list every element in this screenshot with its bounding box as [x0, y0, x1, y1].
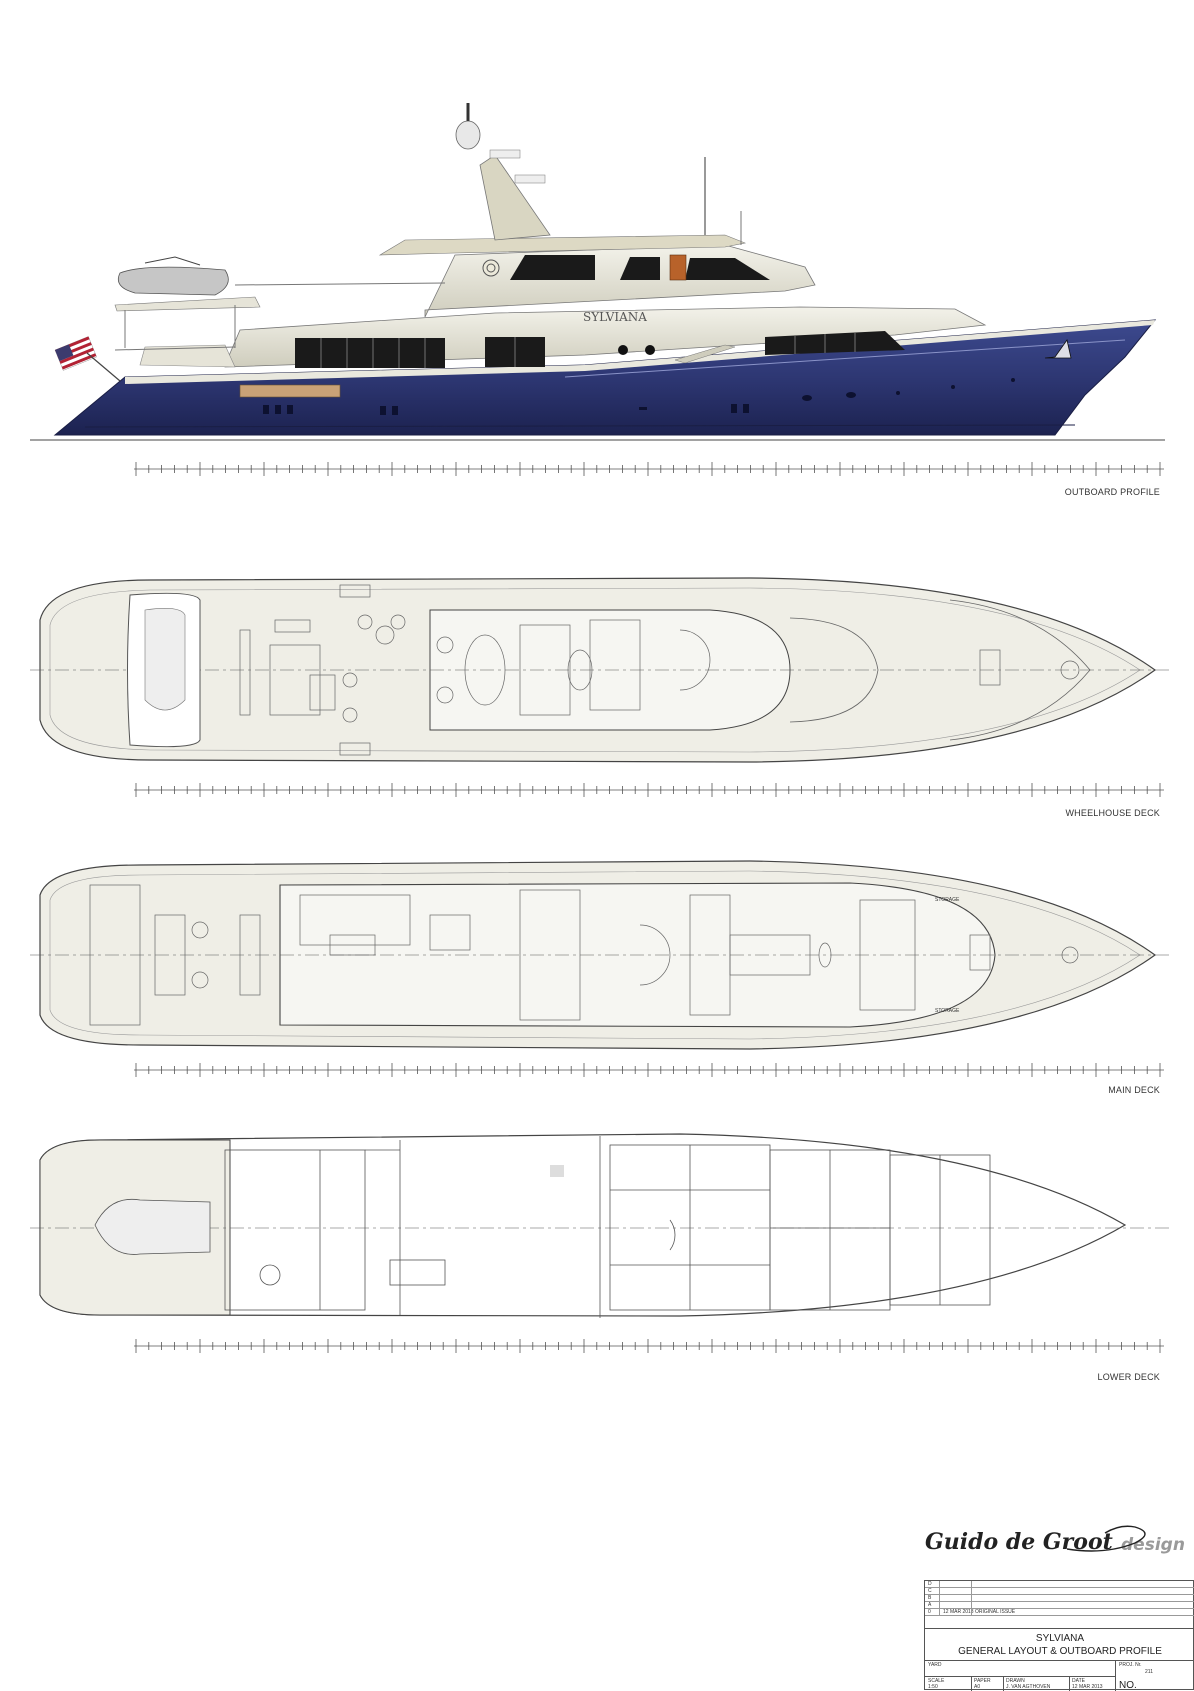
drawn-value: J. VAN AGTHOVEN: [1006, 1684, 1051, 1690]
paper-label: PAPER: [974, 1678, 991, 1684]
revision-row: B: [925, 1595, 1194, 1602]
logo-swoosh-icon: [1066, 1525, 1146, 1552]
scale-ruler-profile: [134, 462, 1164, 476]
proj-no-value: 211: [1145, 1669, 1153, 1675]
hull-name-text: SYLVIANA: [583, 310, 647, 324]
date-label: DATE: [1072, 1678, 1085, 1684]
logo-sub-text: design: [1121, 1535, 1185, 1555]
revision-row: C: [925, 1588, 1194, 1595]
drawn-label: DRAWN: [1006, 1678, 1025, 1684]
revision-row: D: [925, 1581, 1194, 1588]
wheelhouse-deck-label: WHEELHOUSE DECK: [1065, 808, 1160, 818]
scale-value: 1:50: [928, 1684, 938, 1690]
upper-superstructure: [424, 244, 816, 318]
paper-value: A0: [974, 1684, 981, 1690]
main-deck-label: MAIN DECK: [1108, 1085, 1160, 1095]
scale-label: SCALE: [928, 1678, 945, 1684]
designer-logo: Guido de Groot design: [925, 1525, 1190, 1565]
scale-ruler-lower: [134, 1339, 1164, 1353]
us-flag: [54, 336, 97, 371]
proj-no-label: PROJ. Nr.: [1119, 1662, 1142, 1668]
storage-label-port: STORAGE: [935, 897, 960, 903]
main-deck-plan: STORAGE STORAGE: [30, 860, 1170, 1050]
mast: [479, 154, 551, 241]
lower-deck-plan: [30, 1133, 1170, 1318]
tender-boat: [117, 266, 229, 296]
scale-ruler-main: [134, 1063, 1164, 1077]
storage-label-starboard: STORAGE: [935, 1008, 960, 1014]
project-name: SYLVIANA: [1035, 1633, 1085, 1644]
wheelhouse-deck-plan: [30, 577, 1170, 763]
revision-row: 0 12 MAR 2013 ORIGINAL ISSUE: [925, 1609, 1194, 1616]
drawing-number-label: NO.: [1119, 1680, 1137, 1691]
yard-label: YARD: [928, 1662, 942, 1668]
date-value: 12 MAR 2013: [1072, 1684, 1103, 1690]
outboard-profile-drawing: SYLVIANA: [30, 103, 1165, 441]
drawing-title: GENERAL LAYOUT & OUTBOARD PROFILE: [958, 1646, 1162, 1657]
outboard-profile-label: OUTBOARD PROFILE: [1064, 487, 1160, 497]
revision-row: A: [925, 1602, 1194, 1609]
title-block: D C B A 0 12 MAR 2013 ORIGINAL ISSUE SYL…: [924, 1580, 1194, 1691]
scale-ruler-wheelhouse: [134, 783, 1164, 797]
lower-deck-label: LOWER DECK: [1097, 1372, 1160, 1382]
